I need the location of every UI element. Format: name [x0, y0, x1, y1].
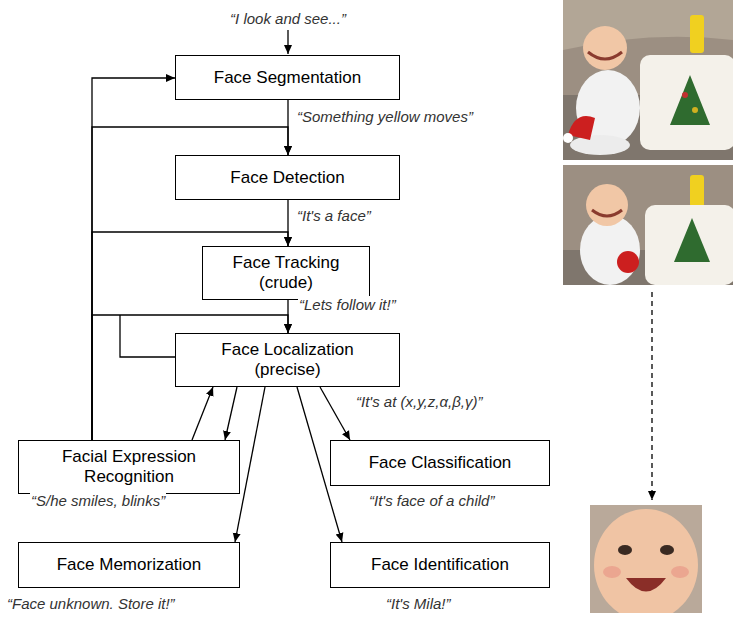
box-label: Face Detection	[230, 168, 344, 188]
box-label: Face Identification	[371, 555, 509, 575]
loop-line	[120, 315, 175, 357]
comment-text: “Face unknown. Store it!”	[6, 595, 176, 613]
photo	[563, 0, 733, 160]
comment-text: “Lets follow it!”	[298, 296, 397, 314]
comment-text: “S/he smiles, blinks”	[30, 492, 166, 510]
process-box: Face Classification	[330, 440, 550, 486]
box-label: Face Segmentation	[214, 68, 361, 88]
process-box: Face Identification	[330, 542, 550, 588]
photo	[563, 165, 733, 285]
flow-arrow	[225, 387, 237, 440]
flow-arrow	[320, 387, 350, 440]
box-label: Face Tracking (crude)	[213, 253, 359, 293]
process-box: Face Detection	[175, 155, 400, 200]
flow-arrow	[192, 387, 213, 440]
comment-text: “It's at (x,y,z,α,β,γ)”	[355, 393, 483, 411]
comment-text: “It's face of a child”	[368, 492, 495, 510]
comment-text: “It's Mila!”	[385, 595, 452, 613]
comment-text: “It's a face”	[296, 207, 372, 225]
box-label: Face Classification	[369, 453, 512, 473]
face-photo	[590, 505, 702, 613]
box-label: Face Memorization	[57, 555, 202, 575]
input-arrow	[287, 30, 288, 54]
box-label: Face Localization (precise)	[186, 340, 389, 380]
flow-arrow	[92, 78, 175, 440]
process-box: Face Tracking (crude)	[202, 246, 370, 300]
process-box: Facial Expression Recognition	[18, 440, 240, 494]
process-box: Face Localization (precise)	[175, 333, 400, 387]
dashed-arrow	[651, 292, 652, 500]
comment-text: “Something yellow moves”	[296, 108, 474, 126]
process-box: Face Memorization	[18, 542, 240, 588]
comment-text: “I look and see...”	[229, 10, 347, 28]
process-box: Face Segmentation	[175, 55, 400, 100]
box-label: Facial Expression Recognition	[29, 447, 229, 487]
